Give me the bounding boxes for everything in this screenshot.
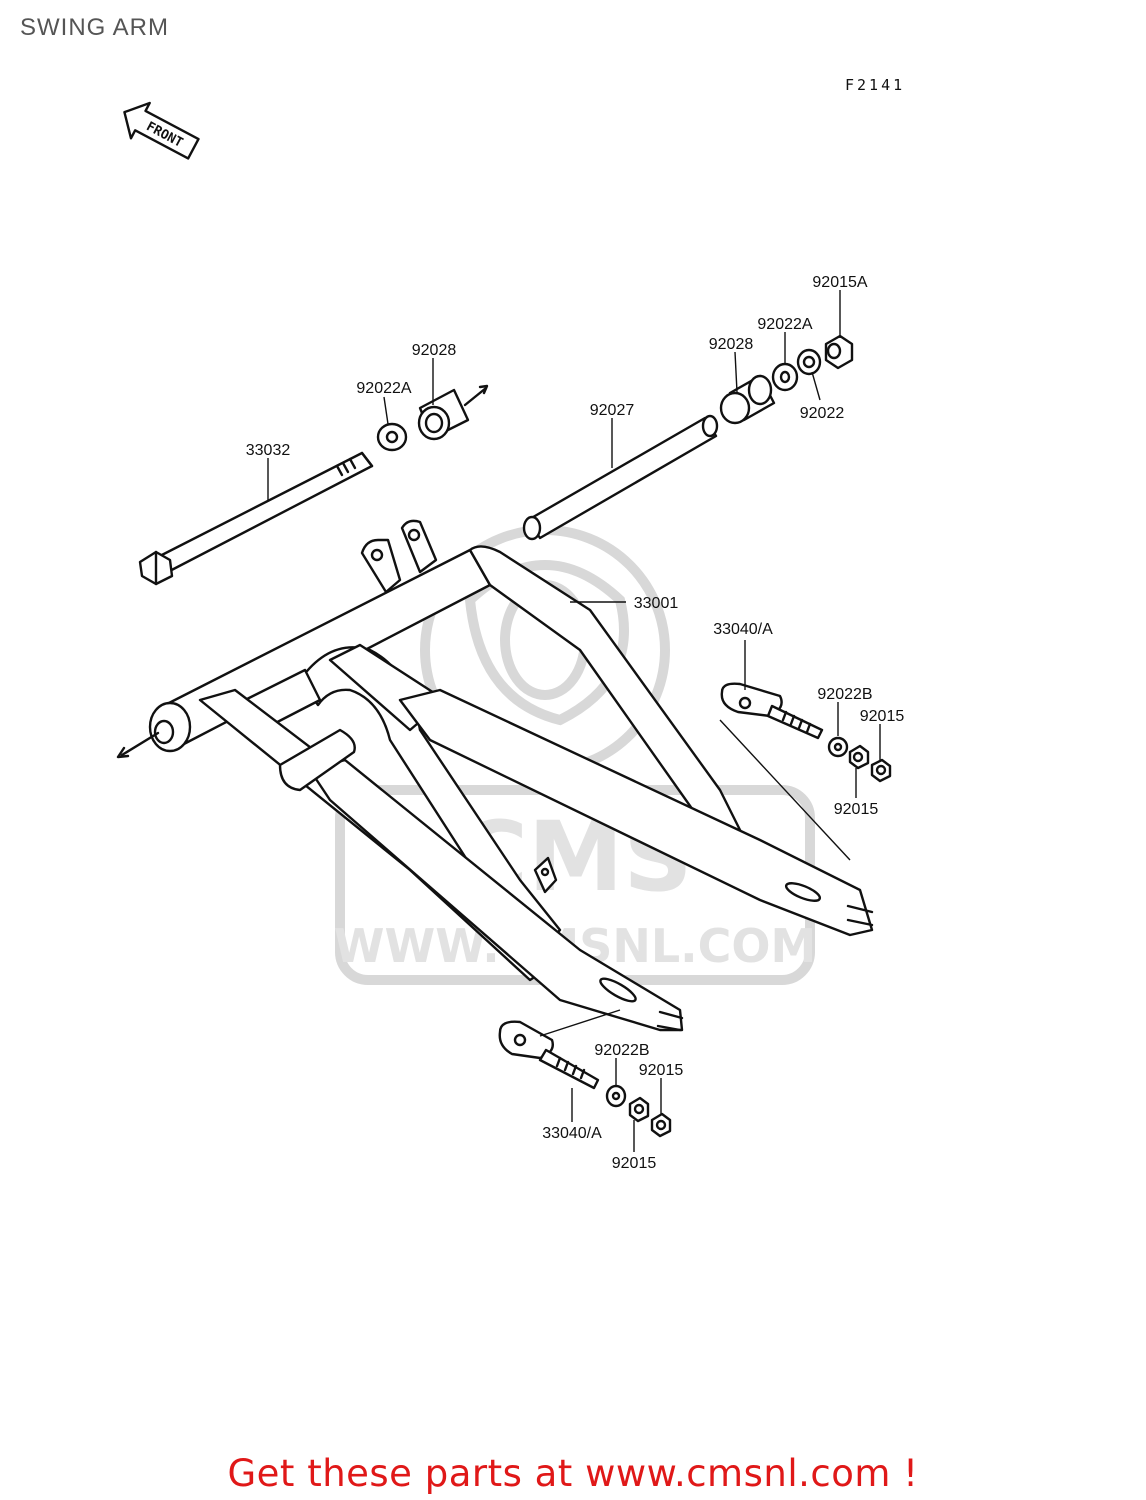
front-arrow-icon: FRONT	[123, 101, 200, 160]
callout-p8: 33032	[246, 442, 291, 459]
nut-right	[824, 334, 854, 370]
pivot-sleeve	[522, 414, 719, 541]
nut-adjuster-left-a	[628, 1096, 650, 1123]
callout-p12: 92015	[860, 708, 905, 725]
chain-adjuster-left	[498, 1009, 621, 1090]
leader-lines	[267, 290, 881, 1152]
callout-p5: 92028	[412, 342, 457, 359]
swing-arm-frame	[116, 519, 874, 1032]
promo-link[interactable]: Get these parts at www.cmsnl.com !	[227, 1452, 919, 1495]
callout-p3: 92028	[709, 336, 754, 353]
chain-adjuster-right	[719, 682, 851, 861]
callout-p13: 92015	[834, 801, 879, 818]
nut-adjuster-left-b	[650, 1112, 672, 1138]
callout-p1: 92015A	[812, 274, 867, 291]
bushing-left	[417, 384, 489, 441]
part-callouts: 92015A 92022A 92028 92022 92028 92022A 9…	[246, 274, 905, 1172]
callout-p11: 92022B	[817, 686, 872, 703]
callout-p15: 92015	[639, 1062, 684, 1079]
callout-p9: 33001	[634, 595, 679, 612]
callout-p16: 33040/A	[542, 1125, 602, 1142]
nut-adjuster-right-b	[870, 758, 892, 783]
nut-adjuster-right-a	[848, 744, 870, 770]
callout-p17: 92015	[612, 1155, 657, 1172]
callout-p10: 33040/A	[713, 621, 773, 638]
bushing-right	[719, 374, 776, 425]
pivot-bolt	[138, 451, 374, 586]
page-title: SWING ARM	[20, 14, 170, 41]
callout-p2: 92022A	[757, 316, 812, 333]
figure-code: F2141	[845, 76, 905, 94]
callout-p14: 92022B	[594, 1042, 649, 1059]
callout-p7: 92027	[590, 402, 635, 419]
callout-p6: 92022A	[356, 380, 411, 397]
callout-p4: 92022	[800, 405, 845, 422]
